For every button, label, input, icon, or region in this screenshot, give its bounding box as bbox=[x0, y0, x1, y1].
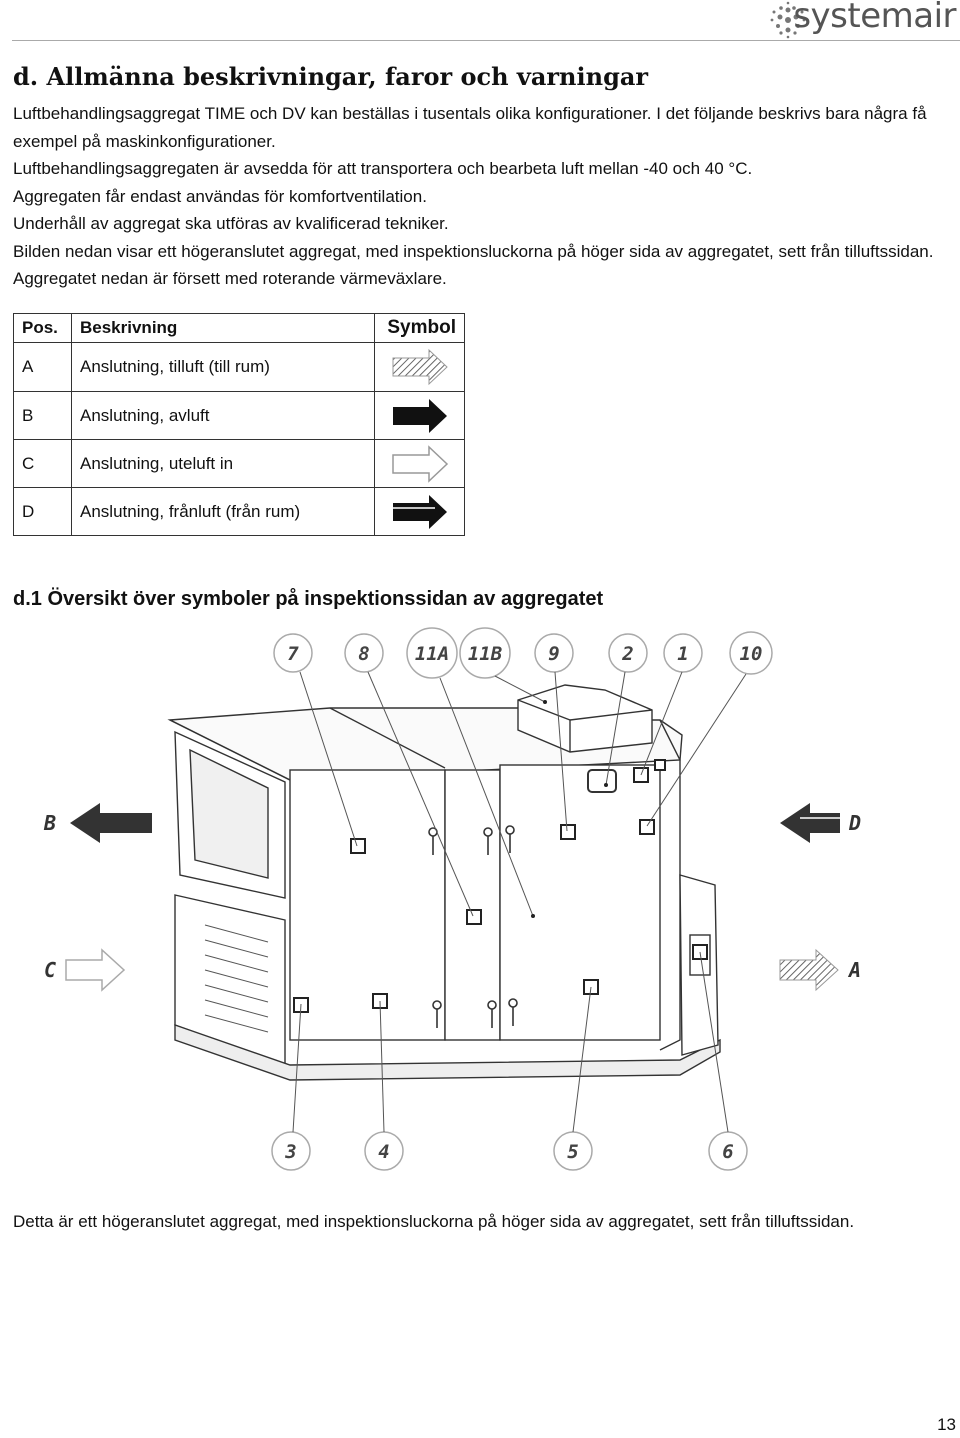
arrow-a: A bbox=[779, 948, 861, 992]
intro-paragraph: Underhåll av aggregat ska utföras av kva… bbox=[13, 214, 449, 233]
row-pos: B bbox=[13, 391, 72, 440]
row-description: Anslutning, uteluft in bbox=[71, 439, 375, 488]
header-pos: Pos. bbox=[13, 313, 72, 343]
row-symbol bbox=[374, 391, 465, 440]
row-pos: A bbox=[13, 342, 72, 392]
row-description: Anslutning, avluft bbox=[71, 391, 375, 440]
row-symbol bbox=[374, 342, 465, 392]
callout-11b: 11B bbox=[459, 627, 511, 679]
svg-text:C: C bbox=[44, 958, 56, 982]
svg-text:2: 2 bbox=[621, 643, 633, 665]
row-pos: D bbox=[13, 487, 72, 536]
table-row: D Anslutning, frånluft (från rum) bbox=[13, 487, 465, 536]
callout-7: 7 bbox=[273, 633, 313, 673]
callout-2: 2 bbox=[608, 633, 648, 673]
overview-subheading: d.1 Översikt över symboler på inspektion… bbox=[13, 588, 604, 610]
unit-body bbox=[167, 684, 721, 1081]
intro-paragraph: Aggregaten får endast användas för komfo… bbox=[13, 186, 427, 206]
intro-paragraph: Luftbehandlingsaggregaten är avsedda för… bbox=[13, 159, 753, 178]
black-arrow-icon bbox=[392, 398, 447, 433]
svg-text:11B: 11B bbox=[468, 643, 502, 665]
callout-5: 5 bbox=[553, 1131, 593, 1171]
hatched-arrow-icon bbox=[392, 348, 448, 386]
svg-text:D: D bbox=[848, 811, 861, 835]
table-row: C Anslutning, uteluft in bbox=[13, 439, 465, 488]
callout-8: 8 bbox=[344, 633, 384, 673]
svg-text:6: 6 bbox=[722, 1141, 733, 1163]
svg-text:1: 1 bbox=[677, 643, 688, 665]
row-description: Anslutning, tilluft (till rum) bbox=[71, 342, 375, 392]
leader-dots bbox=[531, 700, 608, 918]
callout-6: 6 bbox=[708, 1131, 748, 1171]
arrow-c: C bbox=[44, 948, 126, 992]
row-pos: C bbox=[13, 439, 72, 488]
arrow-b: B bbox=[43, 803, 152, 843]
svg-text:5: 5 bbox=[567, 1141, 578, 1163]
leader-lines bbox=[292, 671, 747, 1133]
svg-text:B: B bbox=[43, 811, 56, 835]
symbol-table: Pos. Beskrivning Symbol A Anslutning, ti… bbox=[13, 313, 465, 536]
header-description: Beskrivning bbox=[71, 313, 375, 343]
logo-text: systemair bbox=[793, 0, 956, 36]
row-description: Anslutning, frånluft (från rum) bbox=[71, 487, 375, 536]
section-heading: d. Allmänna beskrivningar, faror och var… bbox=[13, 62, 649, 91]
svg-text:8: 8 bbox=[358, 643, 369, 665]
callout-3: 3 bbox=[271, 1131, 311, 1171]
table-header-row: Pos. Beskrivning Symbol bbox=[13, 313, 465, 343]
intro-text: Luftbehandlingsaggregat TIME och DV kan … bbox=[13, 100, 948, 293]
svg-text:11A: 11A bbox=[415, 643, 449, 665]
svg-text:A: A bbox=[847, 958, 861, 982]
systemair-logo: systemair bbox=[760, 0, 960, 44]
row-symbol bbox=[374, 439, 465, 488]
table-row: A Anslutning, tilluft (till rum) bbox=[13, 342, 465, 392]
svg-text:9: 9 bbox=[548, 643, 559, 665]
header-rule bbox=[12, 40, 960, 41]
svg-text:10: 10 bbox=[740, 643, 763, 665]
callout-9: 9 bbox=[534, 633, 574, 673]
striped-black-arrow-icon bbox=[392, 494, 447, 529]
table-row: B Anslutning, avluft bbox=[13, 391, 465, 440]
callout-11a: 11A bbox=[406, 627, 458, 679]
callout-4: 4 bbox=[364, 1131, 404, 1171]
page-number: 13 bbox=[937, 1415, 956, 1434]
white-arrow-icon bbox=[391, 444, 448, 483]
svg-text:7: 7 bbox=[287, 643, 299, 665]
header-symbol: Symbol bbox=[374, 313, 465, 343]
svg-text:3: 3 bbox=[284, 1141, 296, 1163]
diagram-caption: Detta är ett högeranslutet aggregat, med… bbox=[13, 1212, 855, 1231]
callout-10: 10 bbox=[729, 631, 773, 675]
logo-swirl-icon bbox=[770, 1, 806, 39]
unit-diagram: 7 8 11A 11B 9 2 1 10 bbox=[43, 627, 861, 1171]
intro-paragraph: Bilden nedan visar ett högeranslutet agg… bbox=[13, 241, 934, 289]
arrow-d: D bbox=[780, 803, 861, 843]
intro-paragraph: Luftbehandlingsaggregat TIME och DV kan … bbox=[13, 104, 927, 151]
row-symbol bbox=[374, 487, 465, 536]
svg-text:4: 4 bbox=[378, 1141, 389, 1163]
callout-1: 1 bbox=[663, 633, 703, 673]
